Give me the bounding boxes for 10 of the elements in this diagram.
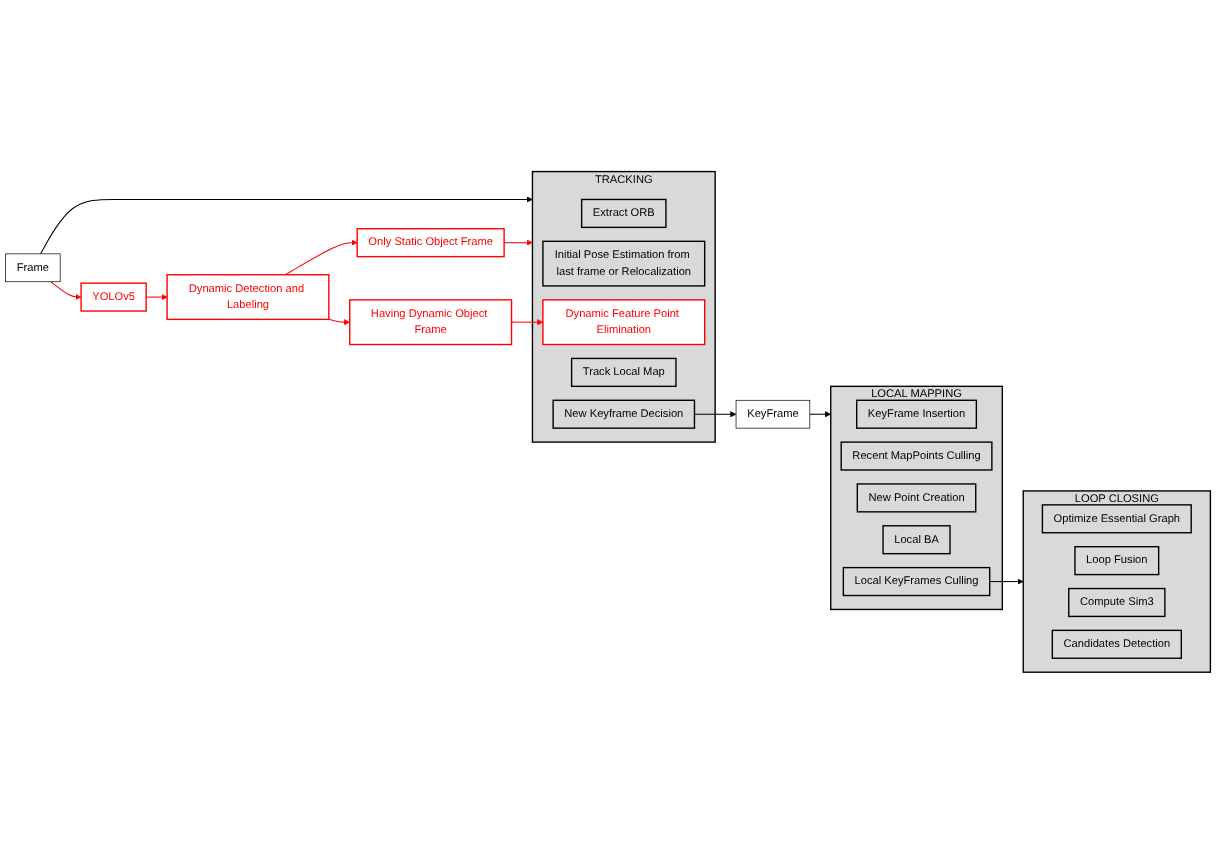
arrow [809, 410, 831, 417]
arrow [511, 318, 544, 325]
arrow [284, 238, 358, 275]
arrow [503, 238, 533, 245]
arrow [145, 293, 168, 300]
arrow [40, 195, 533, 254]
arrow [693, 410, 737, 417]
arrow [50, 280, 82, 300]
arrow [989, 577, 1024, 584]
arrow [328, 317, 351, 325]
